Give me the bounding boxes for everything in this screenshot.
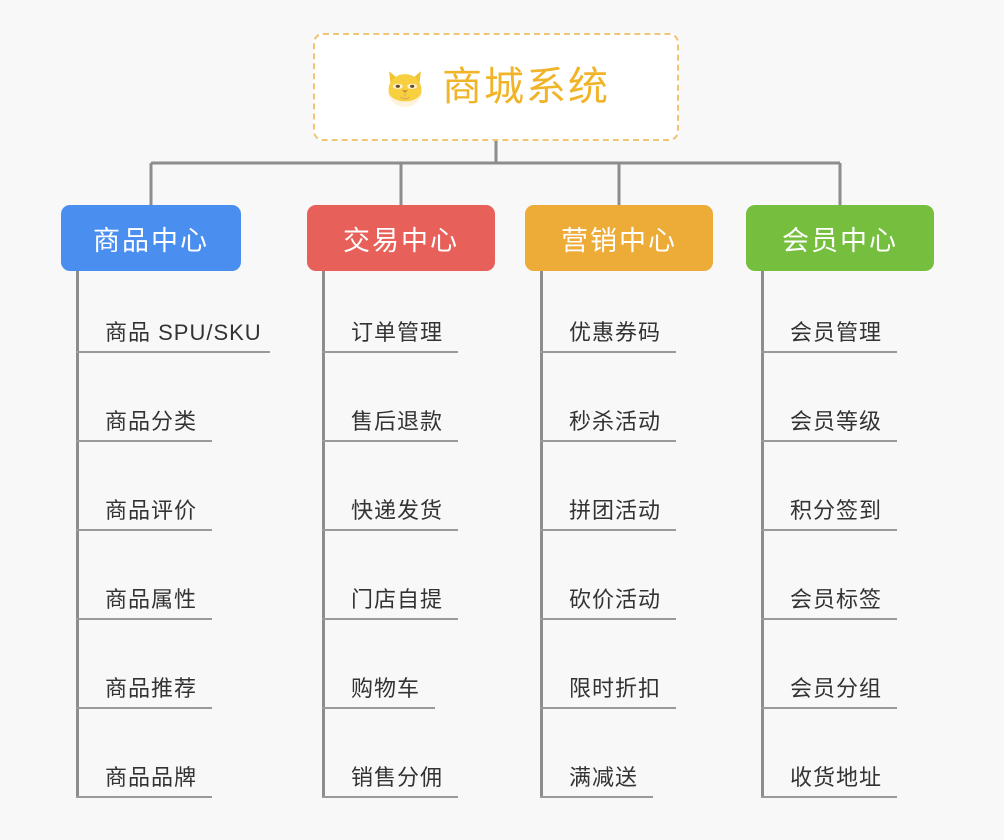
leaf-underline [761, 529, 897, 531]
leaf-label: 收货地址 [790, 765, 883, 790]
root-node[interactable]: 商城系统 [313, 33, 679, 141]
leaf-underline [76, 351, 270, 353]
leaf-label: 购物车 [351, 676, 421, 701]
leaf-label: 门店自提 [351, 587, 444, 612]
leaf-underline [540, 440, 676, 442]
leaf-underline [322, 618, 458, 620]
branch-trunk-4 [761, 271, 764, 798]
leaf-label: 拼团活动 [569, 498, 662, 523]
leaf-label: 商品推荐 [105, 676, 198, 701]
leaf-underline [76, 529, 212, 531]
leaf-label: 砍价活动 [569, 587, 662, 612]
category-box-4[interactable]: 会员中心 [746, 205, 934, 271]
leaf-underline [761, 618, 897, 620]
leaf-underline [322, 440, 458, 442]
category-label: 交易中心 [343, 225, 459, 256]
shiba-dog-icon [382, 64, 428, 110]
leaf-underline [76, 707, 212, 709]
category-box-1[interactable]: 商品中心 [61, 205, 241, 271]
leaf-underline [322, 529, 458, 531]
leaf-label: 商品品牌 [105, 765, 198, 790]
leaf-underline [540, 529, 676, 531]
leaf-label: 商品 SPU/SKU [105, 320, 262, 345]
category-box-3[interactable]: 营销中心 [525, 205, 713, 271]
leaf-label: 会员管理 [790, 320, 883, 345]
leaf-underline [322, 796, 458, 798]
leaf-label: 限时折扣 [569, 676, 662, 701]
category-label: 商品中心 [93, 225, 209, 256]
leaf-label: 会员标签 [790, 587, 883, 612]
leaf-label: 积分签到 [790, 498, 883, 523]
leaf-label: 商品属性 [105, 587, 198, 612]
leaf-label: 会员等级 [790, 409, 883, 434]
leaf-label: 订单管理 [351, 320, 444, 345]
leaf-underline [76, 440, 212, 442]
leaf-label: 秒杀活动 [569, 409, 662, 434]
leaf-underline [540, 351, 676, 353]
leaf-label: 商品评价 [105, 498, 198, 523]
leaf-label: 优惠券码 [569, 320, 662, 345]
branch-trunk-3 [540, 271, 543, 798]
leaf-label: 快递发货 [351, 498, 444, 523]
leaf-label: 销售分佣 [351, 765, 444, 790]
branch-trunk-1 [76, 271, 79, 798]
leaf-underline [761, 440, 897, 442]
leaf-underline [761, 707, 897, 709]
leaf-label: 会员分组 [790, 676, 883, 701]
leaf-underline [761, 351, 897, 353]
leaf-underline [540, 796, 653, 798]
leaf-underline [761, 796, 897, 798]
leaf-underline [76, 796, 212, 798]
leaf-label: 商品分类 [105, 409, 198, 434]
leaf-underline [540, 707, 676, 709]
category-label: 营销中心 [561, 225, 677, 256]
category-label: 会员中心 [782, 225, 898, 256]
leaf-underline [322, 707, 435, 709]
leaf-underline [540, 618, 676, 620]
root-title: 商城系统 [442, 65, 610, 109]
leaf-label: 满减送 [569, 765, 639, 790]
category-box-2[interactable]: 交易中心 [307, 205, 495, 271]
leaf-underline [322, 351, 458, 353]
leaf-label: 售后退款 [351, 409, 444, 434]
branch-trunk-2 [322, 271, 325, 798]
leaf-underline [76, 618, 212, 620]
